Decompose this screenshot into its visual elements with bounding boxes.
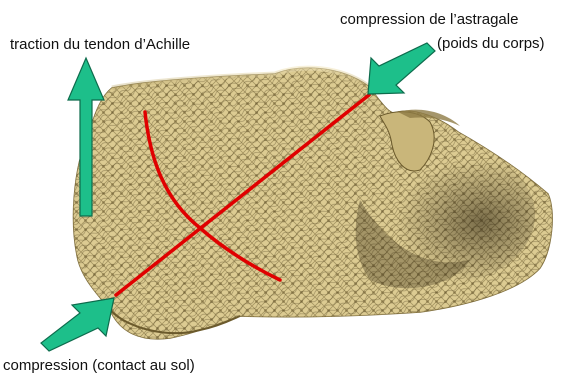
label-ground-compression: compression (contact au sol) bbox=[3, 357, 195, 375]
arrow-down-left-icon bbox=[368, 43, 435, 94]
arrow-up-right-icon bbox=[41, 298, 114, 351]
calcaneus-bone bbox=[74, 68, 553, 339]
label-achilles-traction: traction du tendon d’Achille bbox=[10, 36, 190, 54]
label-astragale-compression: compression de l’astragale bbox=[340, 11, 518, 29]
label-body-weight: (poids du corps) bbox=[437, 35, 545, 53]
